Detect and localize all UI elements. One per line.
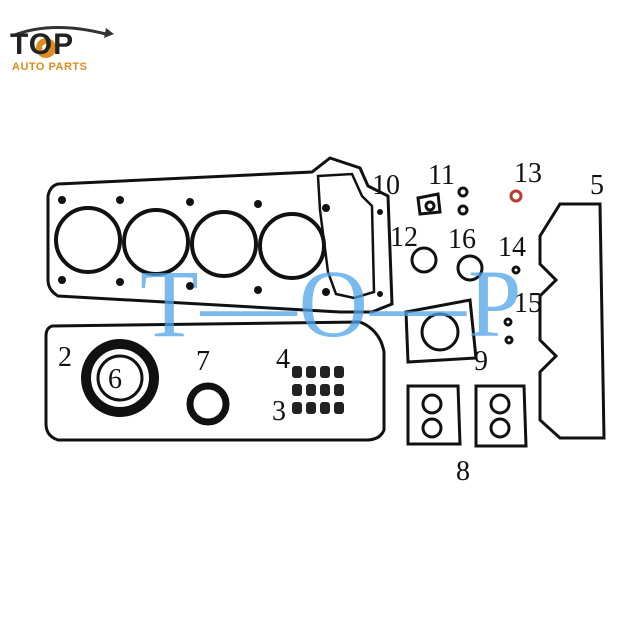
valve-cover-gasket [44,320,386,442]
brand-tagline: AUTO PARTS [12,61,88,73]
intake-manifold-gasket [538,202,606,440]
intake-gaskets [406,384,528,448]
small-gaskets [410,186,523,345]
cylinder-head-gasket [46,156,394,314]
part-number-3: 3 [272,396,286,427]
part-number-14: 14 [498,232,526,263]
throttle-body-gasket [404,298,478,364]
part-number-10: 10 [372,170,400,201]
part-number-12: 12 [390,222,418,253]
part-number-7: 7 [196,346,210,377]
part-number-6: 6 [108,364,122,395]
valve-stem-seals [292,366,344,414]
brand-name: TOP [10,28,75,61]
part-number-8: 8 [456,456,470,487]
camshaft-seal [186,382,230,426]
part-number-9: 9 [474,346,488,377]
watermark: T—O—P [140,250,524,357]
part-number-16: 16 [448,224,476,255]
crankshaft-seal [81,339,159,417]
part-number-15: 15 [514,288,542,319]
part-number-13: 13 [514,158,542,189]
logo-gear-icon [11,26,114,58]
part-number-5: 5 [590,170,604,201]
part-number-4: 4 [276,344,290,375]
part-number-2: 2 [58,342,72,373]
part-number-11: 11 [428,160,455,191]
